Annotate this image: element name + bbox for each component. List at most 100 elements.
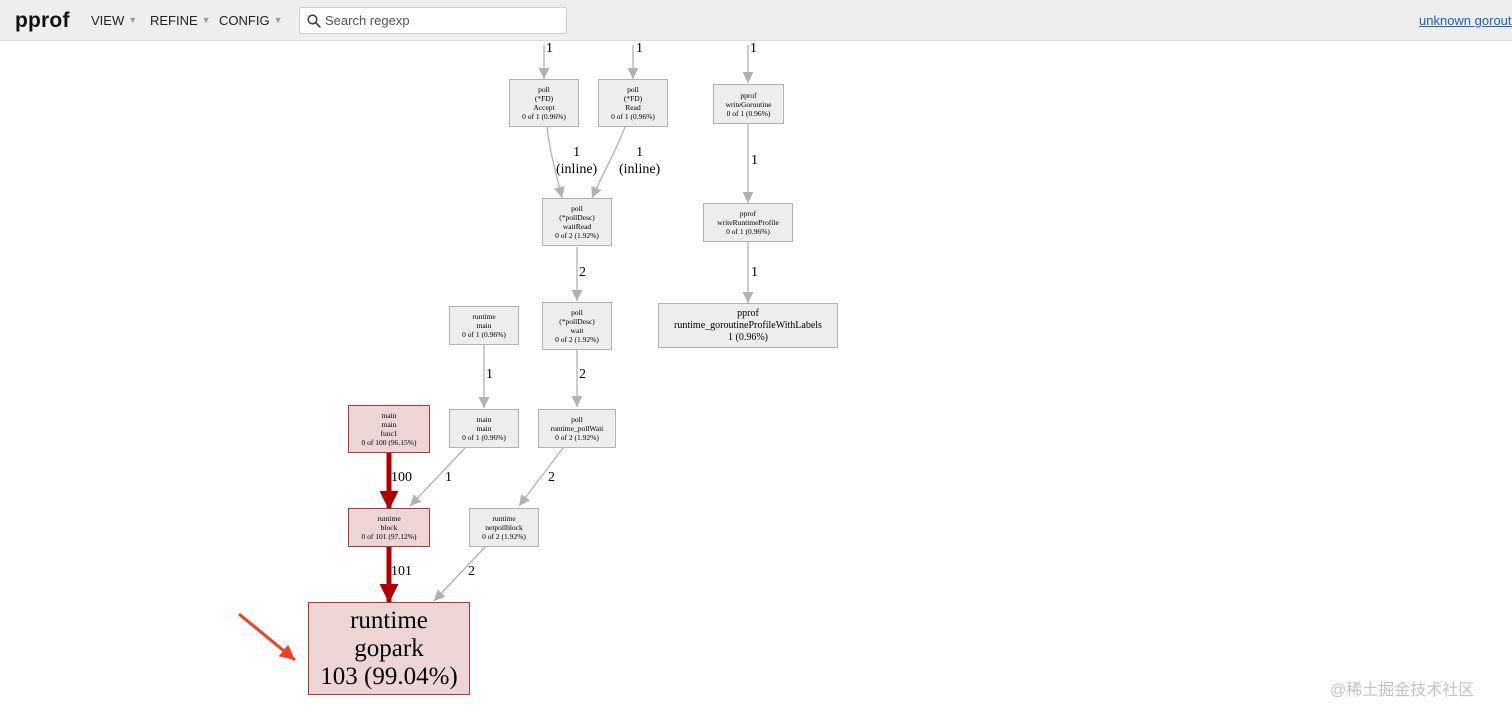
node-main-main[interactable]: main main 0 of 1 (0.96%) xyxy=(449,409,519,448)
node-line: 1 (0.96%) xyxy=(728,331,768,343)
node-line: writeGoroutine xyxy=(725,99,772,109)
edge-label: 2 xyxy=(468,564,475,579)
node-line: pprof xyxy=(737,307,759,319)
node-line: writeRuntimeProfile xyxy=(717,218,779,227)
search-icon xyxy=(307,14,321,28)
node-poll-runtime-pollwait[interactable]: poll runtime_pollWait 0 of 2 (1.92%) xyxy=(538,409,616,448)
node-line: 0 of 1 (0.96%) xyxy=(726,108,771,118)
edge-label: 1(inline) xyxy=(556,145,597,179)
node-line: wait xyxy=(570,326,584,335)
node-line: poll xyxy=(538,85,550,94)
node-line: poll xyxy=(571,204,583,213)
node-line: 0 of 1 (0.96%) xyxy=(462,330,506,339)
node-line: 0 of 2 (1.92%) xyxy=(555,335,599,344)
view-menu-label: VIEW xyxy=(91,13,125,28)
node-poll-polldesc-wait[interactable]: poll (*pollDesc) wait 0 of 2 (1.92%) xyxy=(542,302,612,350)
edge-label: 2 xyxy=(579,367,586,382)
node-line: runtime_pollWait xyxy=(550,424,604,433)
node-line: main xyxy=(381,411,397,420)
node-line: func1 xyxy=(380,429,398,438)
node-poll-fd-accept[interactable]: poll (*FD) Accept 0 of 1 (0.96%) xyxy=(509,79,579,127)
node-line: main xyxy=(381,420,397,429)
graph-edge[interactable] xyxy=(518,447,564,507)
node-line: runtime xyxy=(492,514,516,523)
node-line: 0 of 1 (0.96%) xyxy=(611,112,655,121)
config-menu-label: CONFIG xyxy=(219,13,270,28)
refine-menu-label: REFINE xyxy=(150,13,198,28)
node-line: 0 of 2 (1.92%) xyxy=(555,231,599,240)
node-line: main xyxy=(476,415,492,424)
node-runtime-gopark[interactable]: runtime gopark 103 (99.04%) xyxy=(308,602,470,695)
node-line: 103 (99.04%) xyxy=(320,662,458,690)
edge-label: 1(inline) xyxy=(619,145,660,179)
search-input[interactable] xyxy=(325,11,561,30)
edge-label: 2 xyxy=(548,470,555,485)
node-line: (*pollDesc) xyxy=(559,317,595,326)
edge-label: 1 xyxy=(751,265,758,280)
graph-edge[interactable] xyxy=(591,126,626,199)
node-line: 0 of 2 (1.92%) xyxy=(482,532,526,541)
graph-edge[interactable] xyxy=(433,545,487,602)
edge-label: 1 xyxy=(750,41,757,56)
node-line: runtime_goroutineProfileWithLabels xyxy=(674,319,822,331)
chevron-down-icon: ▼ xyxy=(201,15,211,25)
edge-inline-tag: (inline) xyxy=(556,161,598,177)
chevron-down-icon: ▼ xyxy=(128,15,138,25)
edge-weight: 1 xyxy=(636,145,644,160)
node-pprof-write-runtime-profile[interactable]: pprof writeRuntimeProfile 0 of 1 (0.96%) xyxy=(703,203,793,242)
refine-menu[interactable]: REFINE▼ xyxy=(150,13,211,28)
node-line: runtime xyxy=(377,514,401,523)
node-line: (*FD) xyxy=(534,94,554,103)
node-line: 0 of 100 (96.15%) xyxy=(361,438,417,447)
node-poll-fd-read[interactable]: poll (*FD) Read 0 of 1 (0.96%) xyxy=(598,79,668,127)
node-line: block xyxy=(380,523,398,532)
search-box[interactable] xyxy=(299,7,567,34)
watermark: @稀土掘金技术社区 xyxy=(1330,682,1475,699)
node-line: netpollblock xyxy=(485,523,523,532)
node-main-main-func1[interactable]: main main func1 0 of 100 (96.15%) xyxy=(348,405,430,453)
node-line: Accept xyxy=(533,103,555,112)
edge-label: 2 xyxy=(579,265,586,280)
node-runtime-block[interactable]: runtime block 0 of 101 (97.12%) xyxy=(348,508,430,547)
node-line: poll xyxy=(627,85,639,94)
node-line: (*pollDesc) xyxy=(559,213,595,222)
node-runtime-main[interactable]: runtime main 0 of 1 (0.96%) xyxy=(449,306,519,345)
node-runtime-netpollblock[interactable]: runtime netpollblock 0 of 2 (1.92%) xyxy=(469,508,539,547)
view-menu[interactable]: VIEW▼ xyxy=(91,13,137,28)
node-line: Read xyxy=(625,103,641,112)
graph-edge[interactable] xyxy=(409,447,466,507)
edge-label: 1 xyxy=(445,470,452,485)
edge-label: 1 xyxy=(546,41,553,56)
node-line: 0 of 1 (0.96%) xyxy=(522,112,566,121)
node-line: main xyxy=(476,424,492,433)
node-line: 0 of 2 (1.92%) xyxy=(555,433,599,442)
top-bar: pprof VIEW▼ REFINE▼ CONFIG▼ unknown goro… xyxy=(0,0,1512,41)
node-line: 0 of 1 (0.96%) xyxy=(726,227,770,236)
node-line: 0 of 1 (0.96%) xyxy=(462,433,506,442)
app-logo[interactable]: pprof xyxy=(15,9,70,32)
node-line: waitRead xyxy=(562,222,592,231)
graph-edge[interactable] xyxy=(546,126,565,199)
callout-arrow-icon xyxy=(238,612,296,662)
node-line: (*FD) xyxy=(623,94,643,103)
edge-weight: 1 xyxy=(573,145,581,160)
source-link[interactable]: unknown goroutine xyxy=(1419,13,1512,28)
edge-label: 1 xyxy=(486,367,493,382)
node-poll-polldesc-waitread[interactable]: poll (*pollDesc) waitRead 0 of 2 (1.92%) xyxy=(542,198,612,246)
node-pprof-goroutine-profile-with-labels[interactable]: pprof runtime_goroutineProfileWithLabels… xyxy=(658,303,838,348)
call-graph xyxy=(238,45,754,662)
node-line: 0 of 101 (97.12%) xyxy=(361,532,417,541)
node-line: pprof xyxy=(739,209,757,218)
node-line: runtime xyxy=(472,312,496,321)
edge-label: 101 xyxy=(391,564,412,579)
node-line: main xyxy=(476,321,492,330)
edge-label: 100 xyxy=(391,470,412,485)
node-line: poll xyxy=(571,415,583,424)
config-menu[interactable]: CONFIG▼ xyxy=(219,13,282,28)
edge-label: 1 xyxy=(636,41,643,56)
node-line: runtime xyxy=(350,606,428,634)
chevron-down-icon: ▼ xyxy=(273,15,283,25)
node-line: pprof xyxy=(740,90,757,100)
node-line: gopark xyxy=(354,634,424,662)
node-pprof-write-goroutine[interactable]: pprof writeGoroutine 0 of 1 (0.96%) xyxy=(713,84,784,124)
